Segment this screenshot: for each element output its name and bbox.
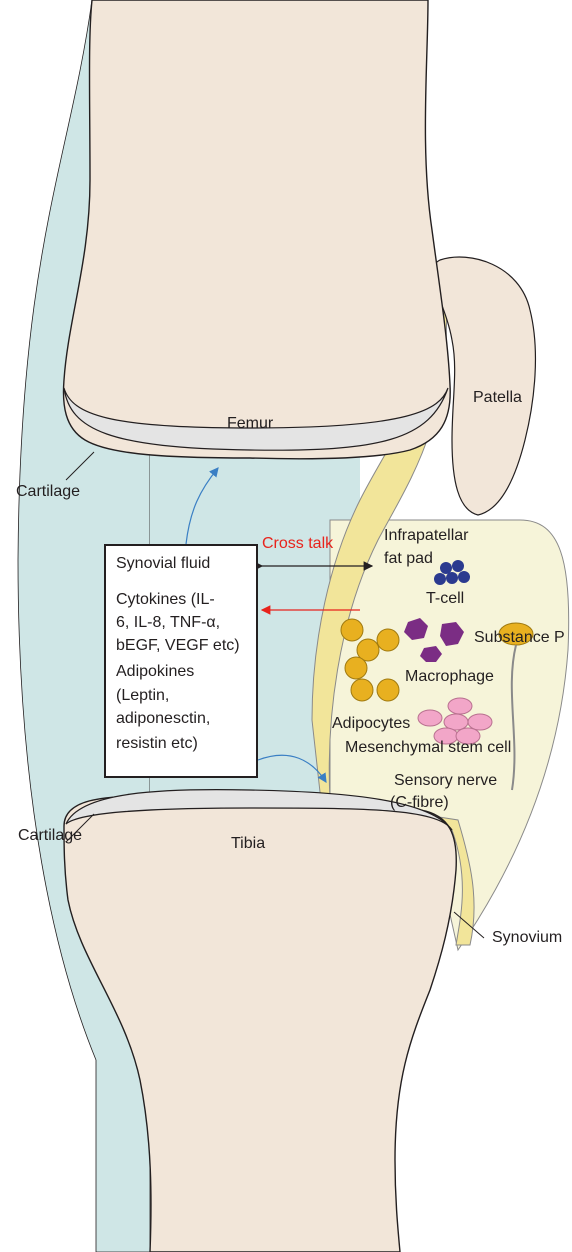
synovial-box-line: Adipokines (116, 660, 194, 683)
synovial-box-line: adiponesctin, (116, 707, 210, 730)
substance-p-label: Substance P (474, 628, 565, 647)
fat-pad-label-line2: fat pad (384, 549, 433, 568)
adipocytes-label: Adipocytes (332, 714, 410, 733)
fat-pad-label-line1: Infrapatellar (384, 526, 469, 545)
cartilage-lower-label: Cartilage (18, 826, 82, 845)
synovium-label: Synovium (492, 928, 562, 947)
sensory-nerve-label-line2: (C-fibre) (390, 793, 449, 812)
cross-talk-label: Cross talk (262, 534, 333, 553)
synovial-fluid-title: Synovial fluid (116, 552, 210, 575)
sensory-nerve-label-line1: Sensory nerve (394, 771, 497, 790)
t-cell-label: T-cell (426, 589, 464, 608)
macrophage-label: Macrophage (405, 667, 494, 686)
synovial-box-line: resistin etc) (116, 732, 198, 755)
synovial-box-line: Cytokines (IL- (116, 588, 215, 611)
synovial-box-line: 6, IL-8, TNF-α, (116, 611, 220, 634)
synovial-box-line: bEGF, VEGF etc) (116, 634, 240, 657)
cartilage-upper-label: Cartilage (16, 482, 80, 501)
synovial-fluid-box: Synovial fluid Cytokines (IL- 6, IL-8, T… (104, 544, 258, 778)
femur-label: Femur (227, 414, 273, 433)
synovial-box-line: (Leptin, (116, 684, 169, 707)
femur-bone (63, 0, 450, 459)
patella-label: Patella (473, 388, 522, 407)
msc-label: Mesenchymal stem cell (345, 738, 511, 757)
tibia-label: Tibia (231, 834, 265, 853)
